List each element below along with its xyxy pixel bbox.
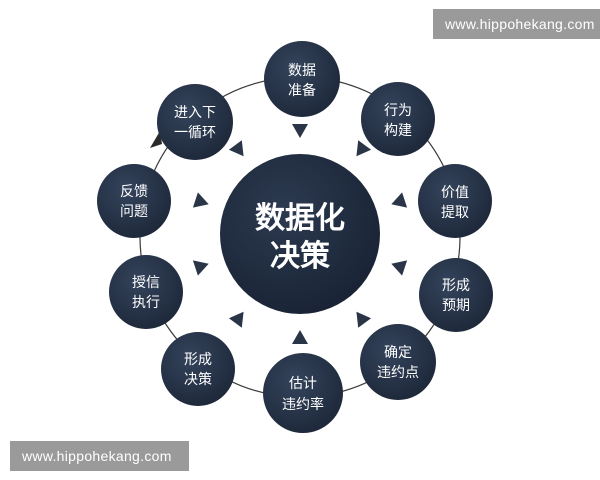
- inward-arrow-6: [228, 311, 244, 328]
- node-1: 行为 构建: [361, 82, 435, 156]
- node-label-line1: 形成: [442, 278, 470, 294]
- ring-arrowhead: [150, 131, 162, 148]
- inward-arrow-5: [292, 330, 308, 344]
- center-label-line1: 数据化: [255, 201, 345, 236]
- inward-arrow-0: [292, 124, 308, 138]
- node-circle: [418, 164, 492, 238]
- node-7: 授信 执行: [109, 255, 183, 329]
- inward-arrow-4: [356, 311, 372, 328]
- center-label-line2: 决策: [270, 239, 330, 274]
- node-label-line1: 确定: [384, 345, 412, 361]
- node-label-line2: 执行: [132, 295, 160, 311]
- node-label-line1: 授信: [132, 275, 160, 291]
- inward-arrow-9: [228, 140, 244, 157]
- node-label-line2: 准备: [288, 82, 316, 99]
- node-label-line1: 估计: [289, 376, 317, 392]
- node-label-line2: 预期: [442, 298, 470, 314]
- node-label-line2: 问题: [120, 204, 148, 220]
- node-label-line2: 一循环: [174, 125, 216, 141]
- node-6: 形成 决策: [161, 332, 235, 406]
- node-9: 进入下 一循环: [157, 84, 233, 160]
- inward-arrow-2: [391, 192, 408, 208]
- node-circle: [361, 82, 435, 156]
- inward-arrow-1: [356, 140, 372, 157]
- node-label-line2: 违约点: [377, 365, 419, 381]
- node-circle: [419, 258, 493, 332]
- node-circle: [360, 324, 436, 400]
- watermark-bottom: www.hippohekang.com: [10, 441, 189, 471]
- center-node: 数据化 决策: [220, 154, 380, 314]
- node-label-line2: 决策: [184, 371, 212, 388]
- node-4: 确定 违约点: [360, 324, 436, 400]
- node-0: 数据 准备: [264, 41, 340, 117]
- inward-arrow-8: [192, 192, 209, 208]
- inward-arrow-3: [391, 260, 408, 276]
- inward-arrows: [192, 124, 408, 344]
- node-2: 价值 提取: [418, 164, 492, 238]
- node-label-line1: 反馈: [120, 184, 148, 200]
- node-label-line1: 价值: [441, 185, 469, 201]
- node-label-line2: 违约率: [282, 396, 324, 413]
- node-label-line2: 构建: [384, 123, 412, 139]
- node-circle: [263, 353, 343, 433]
- node-circle: [264, 41, 340, 117]
- inward-arrow-7: [192, 260, 209, 276]
- watermark-top: www.hippohekang.com: [433, 9, 600, 39]
- node-circle: [157, 84, 233, 160]
- node-label-line1: 行为: [384, 103, 412, 119]
- node-label-line2: 提取: [441, 205, 469, 221]
- node-5: 估计 违约率: [263, 353, 343, 433]
- center-circle: [220, 154, 380, 314]
- node-circle: [161, 332, 235, 406]
- node-label-line1: 进入下: [174, 105, 216, 121]
- node-label-line1: 数据: [288, 63, 316, 79]
- node-circle: [97, 164, 171, 238]
- node-circle: [109, 255, 183, 329]
- node-3: 形成 预期: [419, 258, 493, 332]
- node-8: 反馈 问题: [97, 164, 171, 238]
- node-label-line1: 形成: [184, 352, 212, 368]
